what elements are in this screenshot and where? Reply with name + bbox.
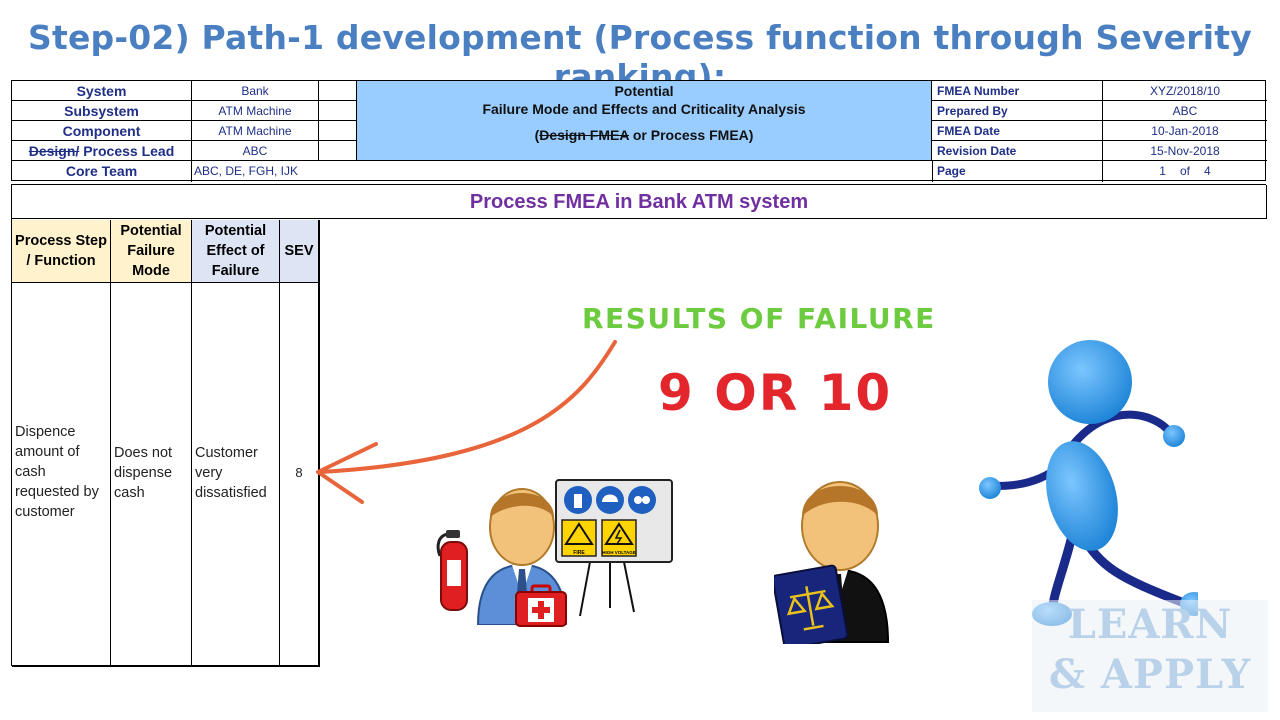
- label-page: Page: [937, 164, 966, 178]
- slide-title: Step-02) Path-1 development (Process fun…: [28, 18, 1252, 96]
- label-process-lead: Design/ Process Lead: [12, 141, 191, 160]
- page-total: 4: [1204, 164, 1211, 178]
- fmea-worksheet: Process FMEA in Bank ATM system Process …: [11, 184, 1267, 667]
- cell-process-step: Dispence amount of cash requested by cus…: [15, 424, 99, 520]
- cell-failure-mode: Does not dispense cash: [114, 445, 173, 501]
- label-system: System: [76, 82, 127, 99]
- pointer-arrow-icon: [316, 340, 617, 504]
- label-revision-date: Revision Date: [937, 143, 1017, 158]
- fmea-header-table: System Bank Subsystem ATM Machine Compon…: [11, 80, 1267, 182]
- label-component: Component: [62, 122, 141, 139]
- potential-text: Potential: [614, 83, 674, 99]
- page-of: of: [1179, 164, 1190, 178]
- col-header-sev: SEV: [284, 243, 314, 259]
- label-fmea-number: FMEA Number: [937, 83, 1020, 98]
- col-header-effect: Potential Effect of Failure: [204, 223, 267, 279]
- first-aid-kit-icon: [515, 584, 567, 627]
- cell-sev: 8: [295, 465, 303, 480]
- fmea-title-box: Potential Failure Mode and Effects and C…: [356, 81, 932, 161]
- value-revision-date: 15-Nov-2018: [1150, 143, 1220, 158]
- process-lead-text: Process Lead: [79, 142, 175, 159]
- cell-effect: Customer very dissatisfied: [195, 445, 267, 501]
- lawyer-icon: [774, 481, 890, 644]
- value-subsystem: ATM Machine: [218, 103, 292, 118]
- value-fmea-date: 10-Jan-2018: [1151, 123, 1219, 138]
- value-system: Bank: [241, 83, 269, 98]
- worksheet-title: Process FMEA in Bank ATM system: [12, 185, 1267, 219]
- struck-design-fmea: Design FMEA: [539, 127, 629, 143]
- struck-design-text: Design/: [28, 142, 80, 159]
- col-header-process-step: Process Step / Function: [15, 233, 107, 269]
- watermark-line2: & APPLY: [1048, 651, 1252, 698]
- fmea-type: (Design FMEA or Process FMEA): [534, 127, 754, 143]
- value-process-lead: ABC: [242, 143, 268, 158]
- learn-apply-watermark: LEARN & APPLY: [1032, 600, 1268, 712]
- label-subsystem: Subsystem: [64, 102, 139, 119]
- fire-extinguisher-icon: [436, 530, 468, 611]
- watermark-line1: LEARN: [1067, 601, 1233, 648]
- safety-signs-board: FIRE HIGH VOLTAGE: [555, 479, 673, 617]
- col-header-failure-mode: Potential Failure Mode: [120, 223, 182, 279]
- severity-range-label: 9 OR 10: [658, 364, 893, 422]
- value-page: 1 of 4: [1103, 161, 1267, 181]
- running-figure-icon: [979, 340, 1198, 626]
- voltage-sign-text: HIGH VOLTAGE: [602, 550, 636, 555]
- label-core-team: Core Team: [65, 163, 138, 179]
- value-fmea-number: XYZ/2018/10: [1149, 83, 1221, 98]
- label-fmea-date: FMEA Date: [937, 123, 1000, 138]
- label-prepared-by: Prepared By: [937, 103, 1008, 118]
- fmeca-title: Failure Mode and Effects and Criticality…: [482, 101, 806, 117]
- fire-sign-text: FIRE: [573, 550, 585, 556]
- value-component: ATM Machine: [218, 123, 292, 138]
- value-core-team: ABC, DE, FGH, IJK: [194, 164, 299, 178]
- page-current: 1: [1159, 164, 1166, 178]
- value-prepared-by: ABC: [1172, 103, 1198, 118]
- results-of-failure-label: RESULTS OF FAILURE: [582, 302, 936, 335]
